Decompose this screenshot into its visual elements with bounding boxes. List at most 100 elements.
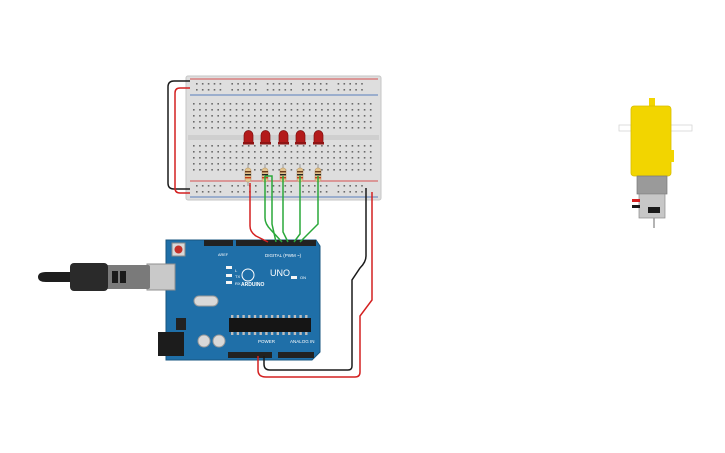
- breadboard-hole[interactable]: [321, 127, 323, 129]
- breadboard-hole[interactable]: [201, 191, 204, 193]
- breadboard-hole[interactable]: [357, 157, 360, 159]
- breadboard-hole[interactable]: [196, 185, 198, 187]
- breadboard-hole[interactable]: [205, 127, 207, 129]
- breadboard-hole[interactable]: [254, 115, 256, 117]
- breadboard-hole[interactable]: [247, 121, 250, 123]
- breadboard-hole[interactable]: [357, 163, 360, 165]
- breadboard-hole[interactable]: [327, 151, 329, 153]
- breadboard-hole[interactable]: [199, 163, 201, 165]
- breadboard-hole[interactable]: [266, 121, 268, 123]
- breadboard-hole[interactable]: [229, 145, 232, 147]
- breadboard-hole[interactable]: [357, 121, 360, 123]
- breadboard-hole[interactable]: [351, 103, 354, 105]
- breadboard-hole[interactable]: [296, 109, 299, 111]
- breadboard-hole[interactable]: [361, 185, 363, 187]
- digital-header-left[interactable]: [204, 240, 233, 246]
- breadboard-hole[interactable]: [315, 145, 317, 147]
- breadboard-hole[interactable]: [266, 83, 269, 85]
- breadboard-hole[interactable]: [229, 157, 232, 159]
- breadboard-hole[interactable]: [260, 151, 262, 153]
- breadboard-hole[interactable]: [241, 109, 244, 111]
- breadboard-hole[interactable]: [272, 89, 275, 91]
- breadboard-hole[interactable]: [302, 185, 304, 187]
- breadboard-hole[interactable]: [351, 115, 354, 117]
- breadboard-hole[interactable]: [193, 145, 195, 147]
- breadboard-hole[interactable]: [337, 89, 340, 91]
- breadboard-hole[interactable]: [296, 121, 299, 123]
- breadboard-hole[interactable]: [254, 151, 256, 153]
- breadboard-hole[interactable]: [266, 157, 268, 159]
- breadboard-hole[interactable]: [315, 127, 317, 129]
- breadboard-hole[interactable]: [237, 191, 239, 193]
- breadboard-hole[interactable]: [229, 121, 232, 123]
- breadboard-hole[interactable]: [207, 89, 210, 91]
- breadboard-hole[interactable]: [327, 163, 329, 165]
- breadboard-hole[interactable]: [235, 169, 238, 171]
- breadboard-hole[interactable]: [231, 185, 233, 187]
- breadboard-hole[interactable]: [213, 185, 216, 187]
- breadboard-hole[interactable]: [363, 121, 366, 123]
- wire-black-ground[interactable]: [263, 188, 367, 371]
- breadboard-hole[interactable]: [272, 157, 274, 159]
- breadboard-hole[interactable]: [357, 151, 360, 153]
- breadboard-hole[interactable]: [217, 115, 219, 117]
- breadboard-hole[interactable]: [296, 115, 299, 117]
- breadboard-hole[interactable]: [290, 157, 293, 159]
- breadboard-hole[interactable]: [278, 185, 281, 187]
- led-1[interactable]: [243, 130, 254, 145]
- breadboard-hole[interactable]: [272, 103, 274, 105]
- breadboard-hole[interactable]: [249, 89, 251, 91]
- breadboard-hole[interactable]: [211, 109, 213, 111]
- breadboard-hole[interactable]: [343, 191, 346, 193]
- breadboard-hole[interactable]: [363, 151, 366, 153]
- breadboard-hole[interactable]: [315, 103, 317, 105]
- breadboard-hole[interactable]: [223, 145, 226, 147]
- breadboard-hole[interactable]: [241, 157, 244, 159]
- breadboard-hole[interactable]: [199, 109, 201, 111]
- breadboard-hole[interactable]: [363, 169, 366, 171]
- breadboard-hole[interactable]: [284, 89, 287, 91]
- breadboard-hole[interactable]: [207, 191, 210, 193]
- breadboard-hole[interactable]: [308, 169, 311, 171]
- breadboard-hole[interactable]: [193, 103, 195, 105]
- breadboard-hole[interactable]: [254, 157, 256, 159]
- usb-cable[interactable]: [38, 263, 150, 291]
- breadboard-hole[interactable]: [333, 103, 335, 105]
- breadboard-hole[interactable]: [345, 151, 348, 153]
- breadboard-hole[interactable]: [355, 185, 357, 187]
- breadboard-hole[interactable]: [278, 103, 280, 105]
- breadboard-hole[interactable]: [325, 89, 328, 91]
- breadboard-hole[interactable]: [278, 115, 280, 117]
- breadboard-hole[interactable]: [193, 109, 195, 111]
- breadboard-hole[interactable]: [351, 121, 354, 123]
- breadboard-hole[interactable]: [223, 163, 226, 165]
- breadboard-hole[interactable]: [193, 121, 195, 123]
- breadboard-hole[interactable]: [315, 163, 317, 165]
- breadboard-hole[interactable]: [196, 89, 198, 91]
- breadboard-hole[interactable]: [205, 121, 207, 123]
- breadboard-hole[interactable]: [235, 121, 238, 123]
- breadboard-hole[interactable]: [290, 145, 293, 147]
- breadboard-hole[interactable]: [193, 169, 195, 171]
- breadboard-hole[interactable]: [363, 157, 366, 159]
- breadboard-hole[interactable]: [241, 103, 244, 105]
- breadboard-hole[interactable]: [369, 145, 372, 147]
- breadboard-hole[interactable]: [339, 151, 341, 153]
- signal-wires[interactable]: [264, 175, 319, 243]
- breadboard-hole[interactable]: [290, 109, 293, 111]
- breadboard-hole[interactable]: [205, 109, 207, 111]
- breadboard-hole[interactable]: [369, 163, 372, 165]
- breadboard-hole[interactable]: [315, 109, 317, 111]
- breadboard-hole[interactable]: [337, 191, 340, 193]
- breadboard-hole[interactable]: [272, 145, 274, 147]
- breadboard-hole[interactable]: [231, 191, 233, 193]
- breadboard-hole[interactable]: [308, 185, 310, 187]
- breadboard-hole[interactable]: [343, 89, 346, 91]
- breadboard-hole[interactable]: [333, 151, 335, 153]
- breadboard-hole[interactable]: [345, 115, 348, 117]
- breadboard-hole[interactable]: [302, 151, 305, 153]
- motor-terminal-negative[interactable]: [632, 205, 640, 208]
- breadboard-hole[interactable]: [217, 145, 219, 147]
- breadboard-hole[interactable]: [302, 115, 305, 117]
- breadboard-hole[interactable]: [272, 151, 274, 153]
